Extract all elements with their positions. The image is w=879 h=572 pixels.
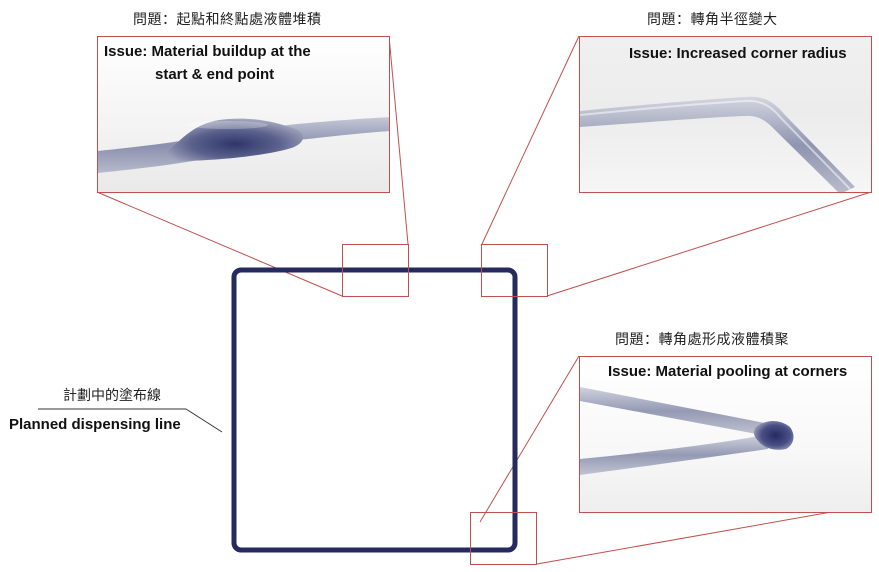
planned-line-label-cn: 計劃中的塗布線: [63, 388, 161, 404]
planned-line-label-en: Planned dispensing line: [9, 416, 181, 433]
start-end-point-box: [342, 244, 409, 297]
buildup-title: 問題：起點和終點處液體堆積: [133, 12, 322, 28]
corner-radius-panel: Issue: Increased corner radius: [579, 36, 872, 193]
buildup-bead-illustration: [98, 117, 389, 173]
connector-radius-right: [546, 191, 872, 297]
corner-radius-box: [481, 244, 548, 297]
pooling-title: 問題：轉角處形成液體積聚: [615, 332, 789, 348]
pooling-bead-illustration: [580, 387, 794, 475]
corner-radius-caption: Issue: Increased corner radius: [629, 45, 847, 62]
corner-pooling-box: [470, 512, 537, 565]
buildup-panel: Issue: Material buildup at the start & e…: [97, 36, 390, 193]
pooling-caption: Issue: Material pooling at corners: [608, 363, 848, 380]
connector-buildup-left: [96, 191, 343, 297]
pooling-panel: Issue: Material pooling at corners: [579, 356, 872, 513]
buildup-caption-line2: start & end point: [155, 66, 275, 83]
connector-buildup-right: [388, 35, 409, 245]
planned-line-leader-diagonal: [185, 408, 223, 433]
connector-pooling-right: [536, 504, 872, 565]
corner-radius-bead-illustration: [580, 96, 855, 192]
buildup-caption-line1: Issue: Material buildup at the: [104, 43, 311, 60]
corner-radius-title: 問題：轉角半徑變大: [647, 12, 778, 28]
connector-radius-left: [481, 35, 580, 245]
connector-pooling-left: [479, 355, 580, 523]
